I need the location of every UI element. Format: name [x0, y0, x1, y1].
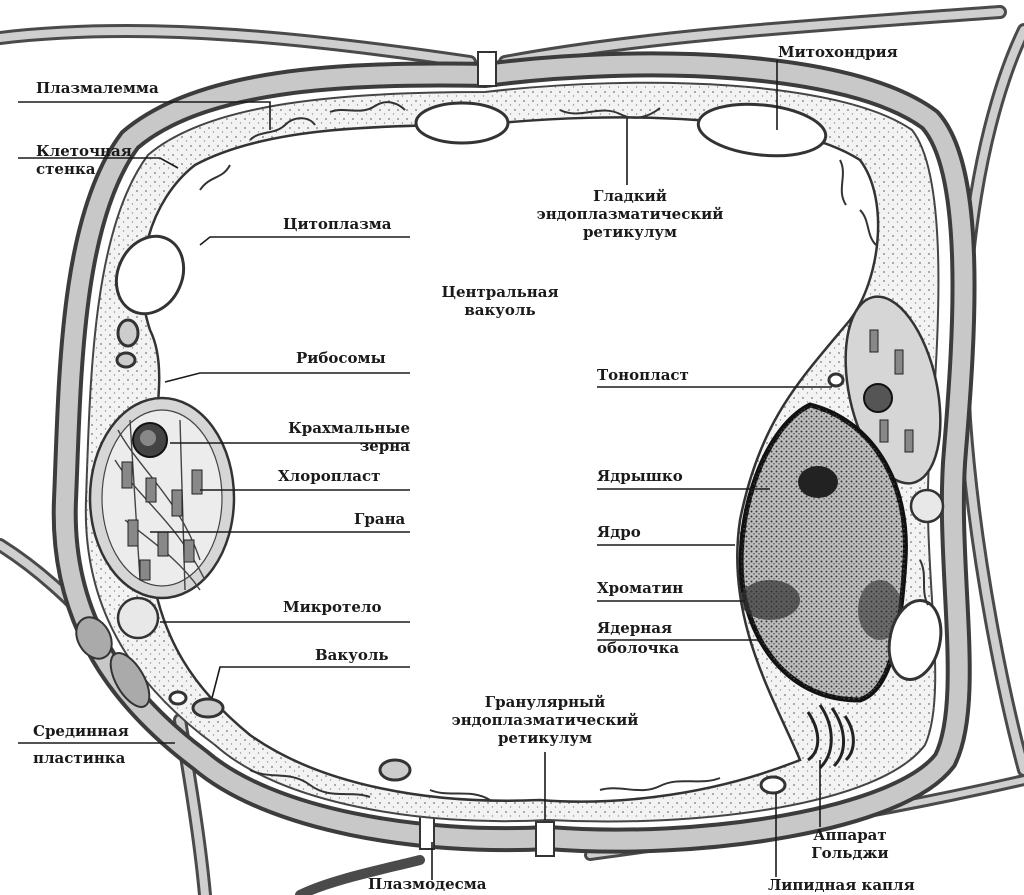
label-rough-er-line1: Гранулярный — [425, 694, 665, 711]
label-chloroplast: Хлоропласт — [278, 468, 380, 485]
label-vacuole: Вакуоль — [315, 647, 389, 664]
nucleolus — [798, 466, 838, 498]
label-nucleus: Ядро — [597, 524, 641, 541]
label-nuclear-envelope-line2: оболочка — [597, 640, 679, 657]
label-smooth-er-line3: ретикулум — [510, 224, 750, 241]
label-starch-line2: зерна — [250, 438, 410, 455]
label-middle-lamella-line1: Срединная — [33, 723, 129, 740]
label-cell-wall-line1: Клеточная — [36, 143, 132, 160]
chloroplast-left — [90, 398, 234, 598]
label-golgi-line2: Гольджи — [790, 845, 910, 862]
label-smooth-er-line1: Гладкий — [510, 188, 750, 205]
label-starch-line1: Крахмальные — [250, 420, 410, 437]
label-plasmalemma: Плазмалемма — [36, 80, 159, 97]
label-lipid-droplet: Липидная капля — [768, 877, 915, 894]
label-golgi-line1: Аппарат — [790, 827, 910, 844]
label-microbody: Микротело — [283, 599, 381, 616]
label-middle-lamella-line2: пластинка — [33, 750, 125, 767]
label-plasmodesma: Плазмодесма — [368, 876, 487, 893]
label-smooth-er-line2: эндоплазматический — [510, 206, 750, 223]
label-central-vacuole-line2: вакуоль — [410, 302, 590, 319]
label-cell-wall-line2: стенка — [36, 161, 96, 178]
label-mitochondrion: Митохондрия — [778, 44, 898, 61]
label-tonoplast: Тонопласт — [597, 367, 689, 384]
label-grana: Грана — [354, 511, 405, 528]
label-nucleolus: Ядрышко — [597, 468, 683, 485]
label-ribosomes: Рибосомы — [296, 350, 386, 367]
label-central-vacuole-line1: Центральная — [410, 284, 590, 301]
label-rough-er-line2: эндоплазматический — [425, 712, 665, 729]
label-rough-er-line3: ретикулум — [425, 730, 665, 747]
label-chromatin: Хроматин — [597, 580, 683, 597]
label-cytoplasm: Цитоплазма — [283, 216, 392, 233]
label-nuclear-envelope-line1: Ядерная — [597, 620, 672, 637]
